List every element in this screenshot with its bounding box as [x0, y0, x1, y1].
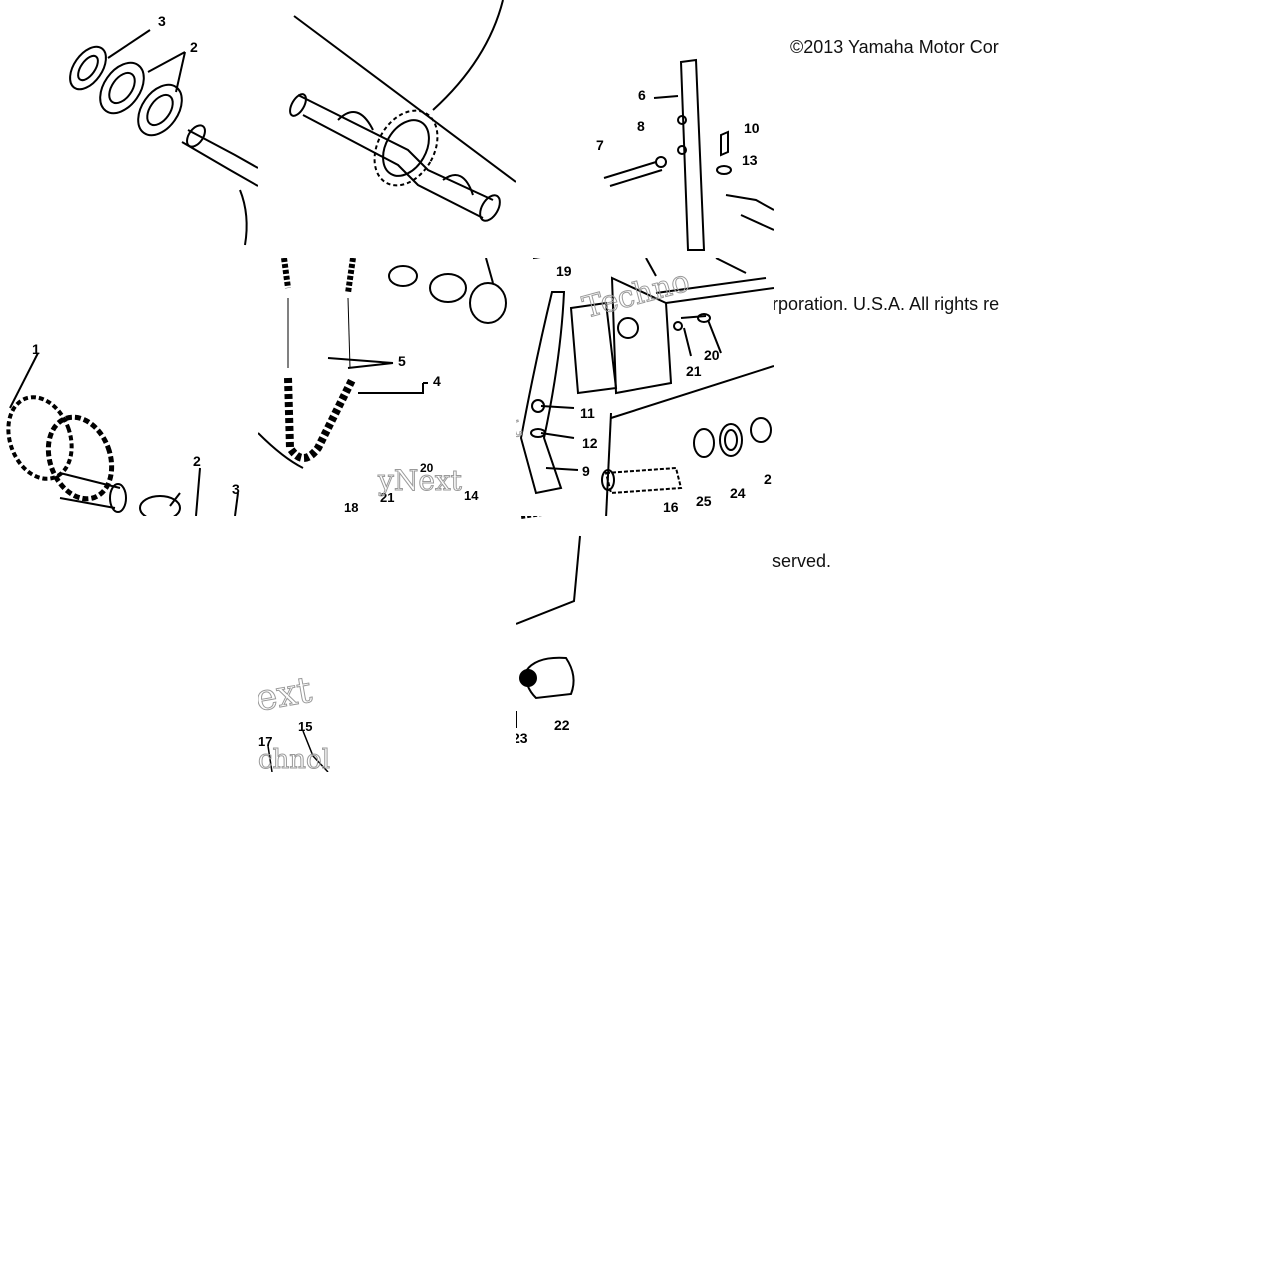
callout-5: 5 [398, 353, 406, 369]
bottom-right-drawing: 22 23 [516, 516, 581, 746]
chain-guide-drawing: 6 7 8 10 13 [596, 58, 774, 251]
callout-2-lower: 2 [193, 453, 201, 469]
watermark-text-d: chnol [258, 745, 330, 772]
callout-6: 6 [638, 87, 646, 103]
callout-15: 15 [298, 719, 312, 734]
copyright-fragment-2: rporation. U.S.A. All rights re [772, 294, 1000, 314]
cam-chain-drawing: 5 4 18 21 20 14 yNext [258, 258, 507, 515]
callout-22: 22 [554, 717, 570, 733]
bottom-left-drawing: ext chnol 17 15 [258, 669, 331, 772]
callout-18: 18 [344, 500, 358, 515]
diagram-tile-camshaft-sprocket [258, 0, 516, 258]
callout-17: 17 [258, 734, 272, 749]
camshaft-sprocket-drawing [289, 0, 516, 222]
callout-3-lower: 3 [232, 481, 240, 497]
callout-25: 25 [696, 493, 712, 509]
watermark-text-a: yNext [377, 464, 463, 497]
watermark-text-b: Techno [579, 264, 693, 326]
diagram-tile-cam-chain: 5 4 18 21 20 14 yNext [258, 258, 516, 516]
diagram-tile-camshaft-bearings: 3 2 [0, 0, 258, 258]
callout-20: 20 [420, 461, 434, 475]
callout-9: 9 [582, 463, 590, 479]
callout-16: 16 [663, 499, 679, 515]
callout-20-lower: 20 [704, 347, 720, 363]
copyright-fragment-3: served. [772, 551, 832, 571]
tensioner-drawing: 19 20 21 11 12 9 16 25 24 2 Techno yNext [516, 258, 774, 516]
cam-chain-left-drawing: 2 3 1 [6, 341, 240, 516]
callout-10: 10 [744, 120, 760, 136]
diagram-tile-tensioner: 19 20 21 11 12 9 16 25 24 2 Techno yNext [516, 258, 774, 516]
copyright-fragment-1: ©2013 Yamaha Motor Cor [790, 37, 999, 57]
callout-4: 4 [433, 373, 441, 389]
watermark-text-c-mid: yNext [516, 409, 525, 466]
callout-23: 23 [516, 730, 528, 746]
callout-2: 2 [190, 39, 198, 55]
callout-13: 13 [742, 152, 758, 168]
callout-12: 12 [582, 435, 598, 451]
diagram-tile-cam-chain-left: 2 3 1 [0, 258, 258, 516]
callout-11: 11 [580, 405, 595, 421]
callout-14: 14 [464, 488, 479, 503]
callout-21: 21 [380, 490, 394, 505]
callout-8: 8 [637, 118, 645, 134]
callout-2-right: 2 [764, 471, 772, 487]
diagram-tile-bottom-right: 22 23 [516, 516, 586, 746]
watermark-text-c: ext [258, 670, 315, 720]
callout-1: 1 [32, 341, 40, 357]
callout-24: 24 [730, 485, 746, 501]
callout-21-lower: 21 [686, 363, 702, 379]
callout-3: 3 [158, 13, 166, 29]
camshaft-bearing-drawing: 3 2 [69, 13, 258, 246]
callout-19: 19 [556, 263, 572, 279]
callout-7: 7 [596, 137, 604, 153]
diagram-tile-chain-guide: 6 7 8 10 13 [516, 0, 774, 258]
diagram-tile-bottom-left: ext chnol 17 15 [258, 516, 348, 772]
